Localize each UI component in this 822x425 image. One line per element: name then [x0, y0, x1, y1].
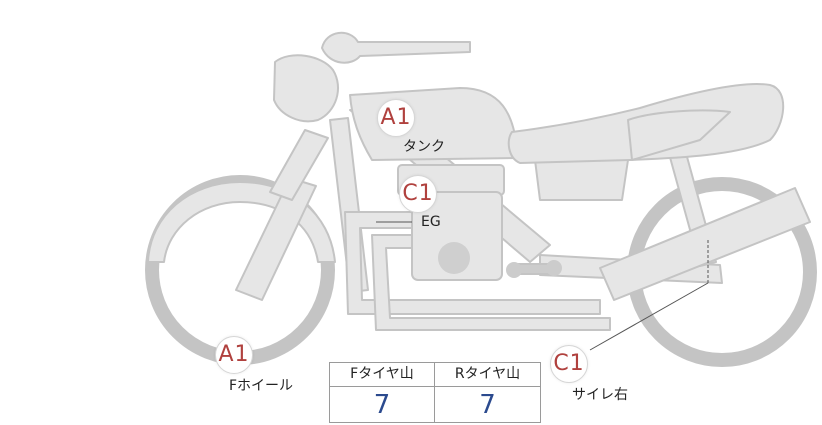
handlebar	[321, 32, 471, 64]
part-label-tank: タンク	[403, 139, 445, 155]
tail	[627, 109, 731, 161]
rear-tire-tread-header: Rタイヤ山	[435, 363, 540, 387]
engine-block	[411, 191, 503, 281]
fork-tube	[269, 129, 329, 201]
part-label-front-wheel: Fホイール	[229, 378, 294, 394]
part-label-engine: EG	[421, 214, 441, 230]
tire-tread-table: Fタイヤ山 Rタイヤ山 7 7	[329, 362, 541, 423]
front-tire-tread-value: 7	[330, 387, 435, 423]
muffler	[599, 187, 811, 301]
grade-marker-engine[interactable]: C1	[399, 175, 437, 213]
part-label-muffler-right: サイレ右	[572, 387, 628, 403]
front-fork	[235, 177, 317, 301]
headlight	[273, 54, 339, 123]
leader-line	[589, 282, 709, 351]
engine-cover	[438, 242, 470, 274]
side-cover	[534, 159, 629, 201]
front-tire-tread-header: Fタイヤ山	[330, 363, 435, 387]
rear-tire-tread-value: 7	[479, 390, 496, 420]
grade-marker-tank[interactable]: A1	[377, 99, 415, 137]
grade-marker-front-wheel[interactable]: A1	[215, 336, 253, 374]
grade-marker-muffler-right[interactable]: C1	[550, 345, 588, 383]
